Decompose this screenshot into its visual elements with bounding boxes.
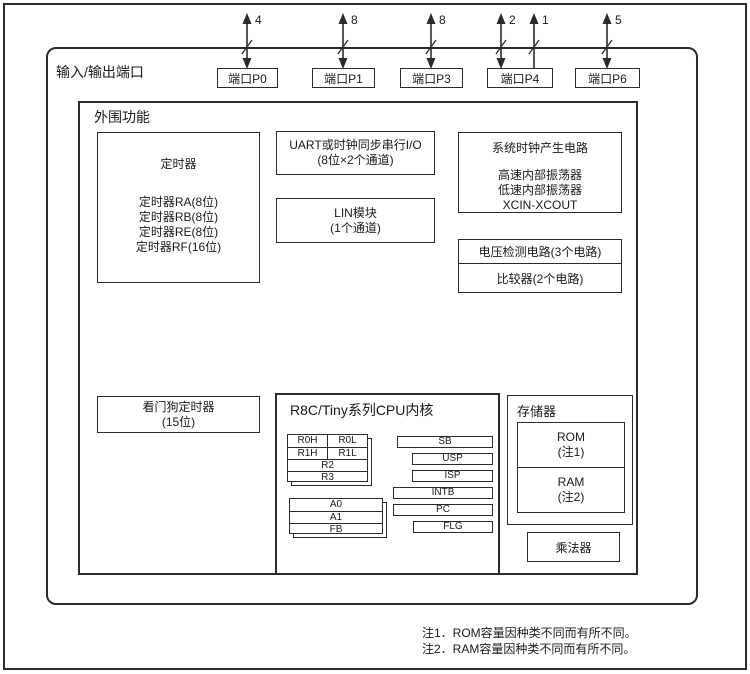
address-registers-table: A0 A1 FB [289,498,383,534]
ram-line2: (注2) [557,490,585,504]
port-p4-box: 端口P4 [487,68,553,88]
register-r0l: R0L [327,435,367,447]
lin-line1: LIN模块 [334,205,377,220]
comparator-box: 比较器(2个电路) [496,271,584,286]
register-sb: SB [397,436,493,448]
page-frame [3,3,747,670]
chip-outline [46,47,698,605]
port-p4-bus-arrow-icon [495,13,507,69]
timer-box: 定时器 定时器RA(8位) 定时器RB(8位) 定时器RE(8位) 定时器RF(… [97,132,260,283]
rom-ram-stack: ROM (注1) RAM (注2) [517,422,625,513]
port-p6-bus-width: 5 [615,13,622,27]
timer-item: 定时器RB(8位) [138,210,219,224]
port-p1-bus-width: 8 [351,13,358,27]
rom-line1: ROM [557,430,585,444]
port-p4-bus-width: 2 [509,13,516,27]
port-p3-bus-width: 8 [439,13,446,27]
footnote-2: 注2．RAM容量因种类不同而有所不同。 [422,642,636,656]
ram-line1: RAM [557,475,585,489]
register-r1h: R1H [297,447,318,459]
register-usp: USP [412,453,493,465]
system-clock-item: 低速内部振荡器 [497,183,582,197]
timer-item: 定时器RE(8位) [138,225,219,239]
port-p0-bus-arrow-icon [241,13,253,69]
uart-line1: UART或时钟同步串行I/O [289,138,422,152]
system-clock-title: 系统时钟产生电路 [491,141,588,155]
port-p4-extra-arrow-icon [528,13,540,69]
port-p1-label: 端口P1 [324,71,363,86]
lin-line2: (1个通道) [330,220,381,235]
port-p3-box: 端口P3 [400,68,463,88]
register-a1: A1 [329,511,343,523]
ram-box: RAM (注2) [518,468,624,512]
rom-box: ROM (注1) [518,423,624,468]
register-r2: R2 [321,459,334,471]
cpu-core-title: R8C/Tiny系列CPU内核 [290,402,434,418]
lin-box: LIN模块 (1个通道) [276,198,435,243]
memory-label: 存储器 [517,404,557,419]
voltage-detect-box: 电压检测电路(3个电路) [459,240,621,264]
port-p4-label: 端口P4 [500,71,540,86]
port-p1-bus-arrow-icon [337,13,349,69]
register-fb: FB [329,523,343,535]
rom-line2: (注1) [557,445,585,459]
timer-item: 定时器RA(8位) [138,195,219,209]
memory-box [507,395,633,525]
system-clock-box: 系统时钟产生电路 高速内部振荡器 低速内部振荡器 XCIN-XCOUT [458,132,622,213]
multiplier-box: 乘法器 [527,532,620,562]
watchdog-line1: 看门狗定时器 [142,399,215,414]
register-r3: R3 [321,471,334,483]
io-ports-label: 输入/输出端口 [56,64,144,80]
timer-title: 定时器 [160,157,197,171]
system-clock-item: 高速内部振荡器 [497,168,582,182]
port-p6-box: 端口P6 [575,68,640,88]
register-r0h: R0H [297,435,318,446]
port-p3-bus-arrow-icon [425,13,437,69]
port-p1-box: 端口P1 [312,68,375,88]
port-p0-bus-width: 4 [255,13,262,27]
voltage-comparator-stack: 电压检测电路(3个电路) 比较器(2个电路) [458,239,622,293]
port-p6-label: 端口P6 [588,71,627,86]
port-p0-box: 端口P0 [217,68,278,88]
watchdog-box: 看门狗定时器 (15位) [97,396,260,433]
register-isp: ISP [412,470,493,482]
register-pc: PC [393,504,493,516]
timer-item: 定时器RF(16位) [135,240,222,254]
cpu-core-box [275,393,500,575]
uart-box: UART或时钟同步串行I/O (8位×2个通道) [276,131,435,175]
port-p6-bus-arrow-icon [601,13,613,69]
watchdog-line2: (15位) [161,414,196,429]
uart-line2: (8位×2个通道) [317,153,394,167]
register-flg: FLG [413,521,493,533]
port-p3-label: 端口P3 [412,71,451,86]
data-registers-table: R0H R0L R1H R1L R2 R3 [287,434,368,482]
system-clock-item: XCIN-XCOUT [502,198,578,212]
port-p4-extra-bus-width: 1 [542,13,549,27]
peripheral-functions-label: 外围功能 [94,109,150,125]
register-r1l: R1L [327,448,367,459]
footnote-1: 注1．ROM容量因种类不同而有所不同。 [422,626,637,640]
register-intb: INTB [393,487,493,499]
port-p0-label: 端口P0 [228,71,267,86]
register-a0: A0 [329,499,343,510]
